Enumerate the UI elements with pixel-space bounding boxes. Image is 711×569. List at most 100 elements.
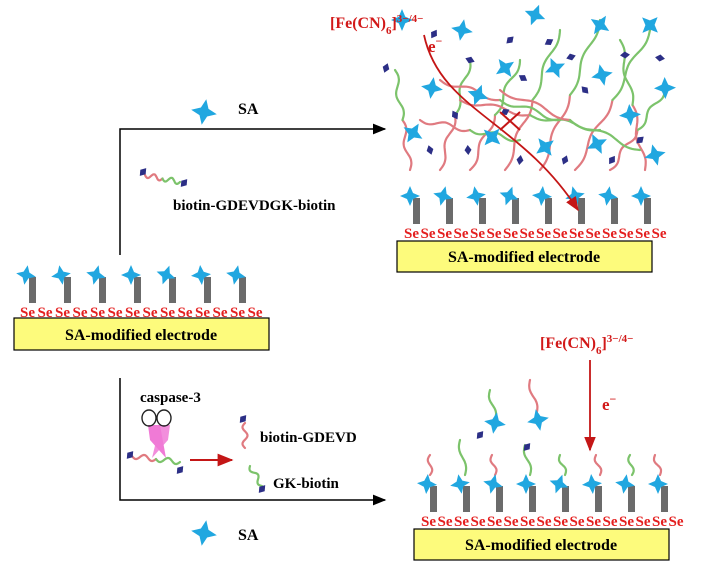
tr-pillar-row xyxy=(413,198,651,224)
process-arrows xyxy=(119,123,387,506)
scissors-handle xyxy=(141,409,157,427)
biotin-icon xyxy=(258,485,266,493)
se-atom: Se xyxy=(520,226,535,242)
peptide-gk-segment xyxy=(636,88,667,132)
linker-pillar xyxy=(496,486,503,512)
se-atom: Se xyxy=(38,305,53,321)
sa-star-icon xyxy=(598,186,618,206)
peptide-gk-segment xyxy=(568,18,602,97)
redox-probe-bottom: [Fe(CN)6]3−/4− xyxy=(540,333,633,357)
se-atom: Se xyxy=(438,514,453,530)
surface-fragment xyxy=(652,453,663,477)
sa-star-icon xyxy=(591,64,613,86)
sa-star-icon xyxy=(516,474,536,494)
linker-pillar xyxy=(134,277,141,303)
peptide-gk-segment xyxy=(528,113,602,132)
biotin-icon xyxy=(506,36,514,44)
surface-fragment xyxy=(489,453,498,477)
sa-star-icon xyxy=(536,138,554,156)
sa-star-icon xyxy=(391,9,413,31)
sa-star-icon xyxy=(642,17,658,33)
bottom-legend: caspase-3 biotin-GDEVD GK-biotin SA xyxy=(126,390,357,546)
sa-star-icon xyxy=(619,104,641,126)
biotin-icon xyxy=(451,110,459,120)
sa-star-icon xyxy=(156,265,176,285)
se-atom: Se xyxy=(178,305,193,321)
peptide-gdevd-segment xyxy=(498,88,572,122)
sa-star-icon xyxy=(527,409,549,431)
biotin-icon xyxy=(426,145,434,155)
se-atom: Se xyxy=(503,226,518,242)
biotin-icon xyxy=(126,451,134,459)
peptide-gk-segment xyxy=(611,28,652,102)
se-atom: Se xyxy=(404,226,419,242)
sa-star-icon xyxy=(496,59,514,77)
redox-probe-top: [Fe(CN)6]3−/4− xyxy=(330,13,423,37)
se-atom: Se xyxy=(619,514,634,530)
sa-star-icon xyxy=(483,474,503,494)
se-atom: Se xyxy=(669,514,684,530)
linker-pillar xyxy=(99,277,106,303)
se-atom: Se xyxy=(454,226,469,242)
biotin-icon xyxy=(516,155,524,165)
sa-star-icon xyxy=(466,186,486,206)
sa-star-icon xyxy=(467,84,489,106)
sa-star-icon xyxy=(51,265,71,285)
biotin-icon xyxy=(581,86,589,94)
se-atom: Se xyxy=(586,226,601,242)
sa-star-icon xyxy=(403,123,423,143)
bottom-right-electrode-label: SA-modified electrode xyxy=(465,537,617,554)
sa-legend-star-bottom xyxy=(191,520,217,546)
electron-blocked-arrow xyxy=(423,34,579,212)
linker-pillar xyxy=(644,198,651,224)
sa-star-icon xyxy=(191,265,211,285)
sa-star-icon xyxy=(86,265,106,285)
linker-pillar xyxy=(29,277,36,303)
sa-star-icon xyxy=(545,58,565,78)
biotin-icon xyxy=(561,155,569,165)
biotin-icon xyxy=(180,179,188,187)
sa-star-icon xyxy=(226,265,246,285)
linker-pillar xyxy=(512,198,519,224)
peptide-legend-icon xyxy=(139,168,188,187)
linker-pillar xyxy=(661,486,668,512)
sa-star-icon xyxy=(549,474,569,494)
surface-fragment xyxy=(426,453,434,477)
linker-pillar xyxy=(169,277,176,303)
biotin-icon xyxy=(636,136,644,144)
linker-pillar xyxy=(562,486,569,512)
linker-pillar xyxy=(463,486,470,512)
se-atom: Se xyxy=(603,514,618,530)
se-atom: Se xyxy=(520,514,535,530)
left-electrode-label: SA-modified electrode xyxy=(65,327,217,344)
tr-peptide-network xyxy=(382,4,676,172)
sa-star-icon xyxy=(648,474,668,494)
biotin-icon xyxy=(620,51,630,59)
linker-pillar xyxy=(430,486,437,512)
sa-star-icon xyxy=(499,186,519,206)
sa-star-icon xyxy=(631,186,651,206)
sa-star-icon xyxy=(615,474,635,494)
sa-legend-star-top xyxy=(191,99,217,125)
sa-star-icon xyxy=(590,15,610,35)
scissors-blade xyxy=(152,425,170,458)
scissors-icon xyxy=(141,409,172,458)
biotin-icon xyxy=(139,168,147,176)
br-pillar-row xyxy=(430,486,668,512)
peptide-gdevd-segment xyxy=(503,98,534,172)
se-atom: Se xyxy=(537,514,552,530)
left-pillar-row xyxy=(29,277,246,303)
sa-star-icon xyxy=(191,99,217,125)
linker-pillar xyxy=(545,198,552,224)
peptide-gdevd-segment xyxy=(573,98,614,172)
peptide-gk-segment xyxy=(154,456,182,466)
biotin-gdevd-icon xyxy=(239,415,249,450)
peptide-gdevd-segment xyxy=(438,78,502,102)
biotin-icon xyxy=(431,29,437,39)
scissors-handle xyxy=(156,409,172,427)
peptide-gk-segment xyxy=(531,28,562,102)
